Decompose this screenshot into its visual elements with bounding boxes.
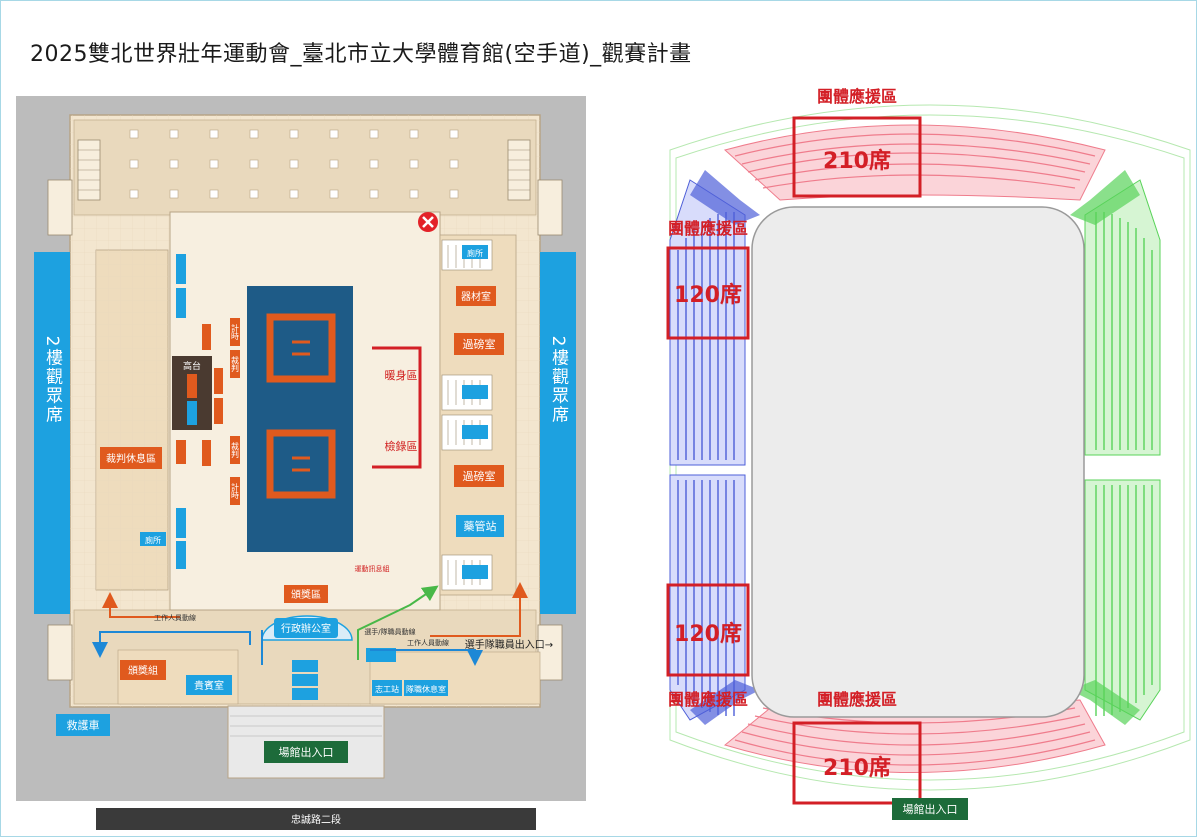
weighin-label-2: 過磅室 [463,469,496,483]
athlete-route-arrow [357,585,439,660]
gallery-right-label: 2樓觀眾席 [548,336,569,425]
referee-rest-label: 裁判休息區 [106,452,156,465]
venue-entrance-label: 場館出入口 [279,745,334,759]
warmup-zone-outline [372,346,422,469]
volunteer-station [372,680,402,696]
support-zone-top [792,116,922,198]
equipment-label: 器材室 [461,290,491,303]
vip-room [186,675,232,695]
volunteer-label: 志工站 [375,684,399,694]
lounge-room [404,680,448,696]
support-zone-bottom [792,721,922,805]
road-label: 忠誠路二段 [291,813,341,826]
athlete-route-label: 選手/隊職員動線 [364,627,415,636]
karate-mat-2 [266,429,336,499]
support-zone-left-bottom-label: 團體應援區 [668,690,748,709]
lounge-label: 隊職休息室 [406,684,446,694]
gallery-left [34,252,70,614]
award-label: 頒獎區 [291,588,321,601]
page-title: 2025雙北世界壯年運動會_臺北市立大學體育館(空手道)_觀賽計畫 [30,42,692,67]
seats-bottom-label: 210席 [823,755,891,781]
referee-rest-area [100,447,162,469]
vip-room-label: 貴賓室 [194,679,224,692]
seating-entrance-label: 場館出入口 [903,802,958,816]
seats-left-top-label: 120席 [674,282,742,308]
weighin-room-2 [454,465,504,487]
award-area [284,585,328,603]
sports-info-label: 運動訊息組 [355,564,390,573]
judge-label-1: 裁判 [231,355,240,373]
award-group-label: 頒獎組 [128,664,158,677]
doping-station [456,515,504,537]
weighin-room-1 [454,333,504,355]
high-table-label: 高台 [183,360,201,372]
road-bar [96,808,536,830]
staff-route-arrow-2 [430,582,528,637]
staff-route-arrow-blue [92,631,251,658]
venue-entrance-box [264,741,348,763]
seats-top-label: 210席 [823,148,891,174]
seating-entrance-box [892,798,968,820]
timer-label-1: 計時 [231,323,240,340]
award-group-room [120,660,166,680]
admin-office [274,618,338,638]
toilet-label-1: 廁所 [467,248,483,258]
toilet-label-2: 廁所 [145,535,161,545]
support-zone-left-bottom [666,583,750,677]
support-zone-left-top [666,246,750,340]
doping-label: 藥管站 [464,519,497,533]
inspection-label: 檢錄區 [385,439,418,453]
warmup-label: 暖身區 [385,368,418,382]
ambulance-box [56,714,110,736]
equipment-room [456,286,496,306]
athlete-entrance-label: 選手隊職員出入口→ [465,638,553,651]
judge-label-2: 裁判 [231,441,240,459]
support-zone-left-top-label: 團體應援區 [668,219,748,238]
seats-left-bottom-label: 120席 [674,621,742,647]
staff-route-arrow-1 [102,592,180,618]
seat-block-top [723,124,1106,201]
karate-mat-1 [266,313,336,383]
support-zone-top-label: 團體應援區 [817,87,897,106]
arena-floor-seating [751,206,1085,718]
gallery-left-label: 2樓觀眾席 [42,336,63,425]
admin-office-label: 行政辦公室 [281,622,331,635]
gallery-right [540,252,576,614]
weighin-label-1: 過磅室 [463,337,496,351]
staff-route-label-1: 工作人員動線 [154,613,196,622]
support-zone-bottom-label: 團體應援區 [817,690,897,709]
ambulance-label: 救護車 [67,718,100,732]
staff-route-label-2: 工作人員動線 [407,638,449,647]
timer-label-2: 計時 [231,482,240,499]
